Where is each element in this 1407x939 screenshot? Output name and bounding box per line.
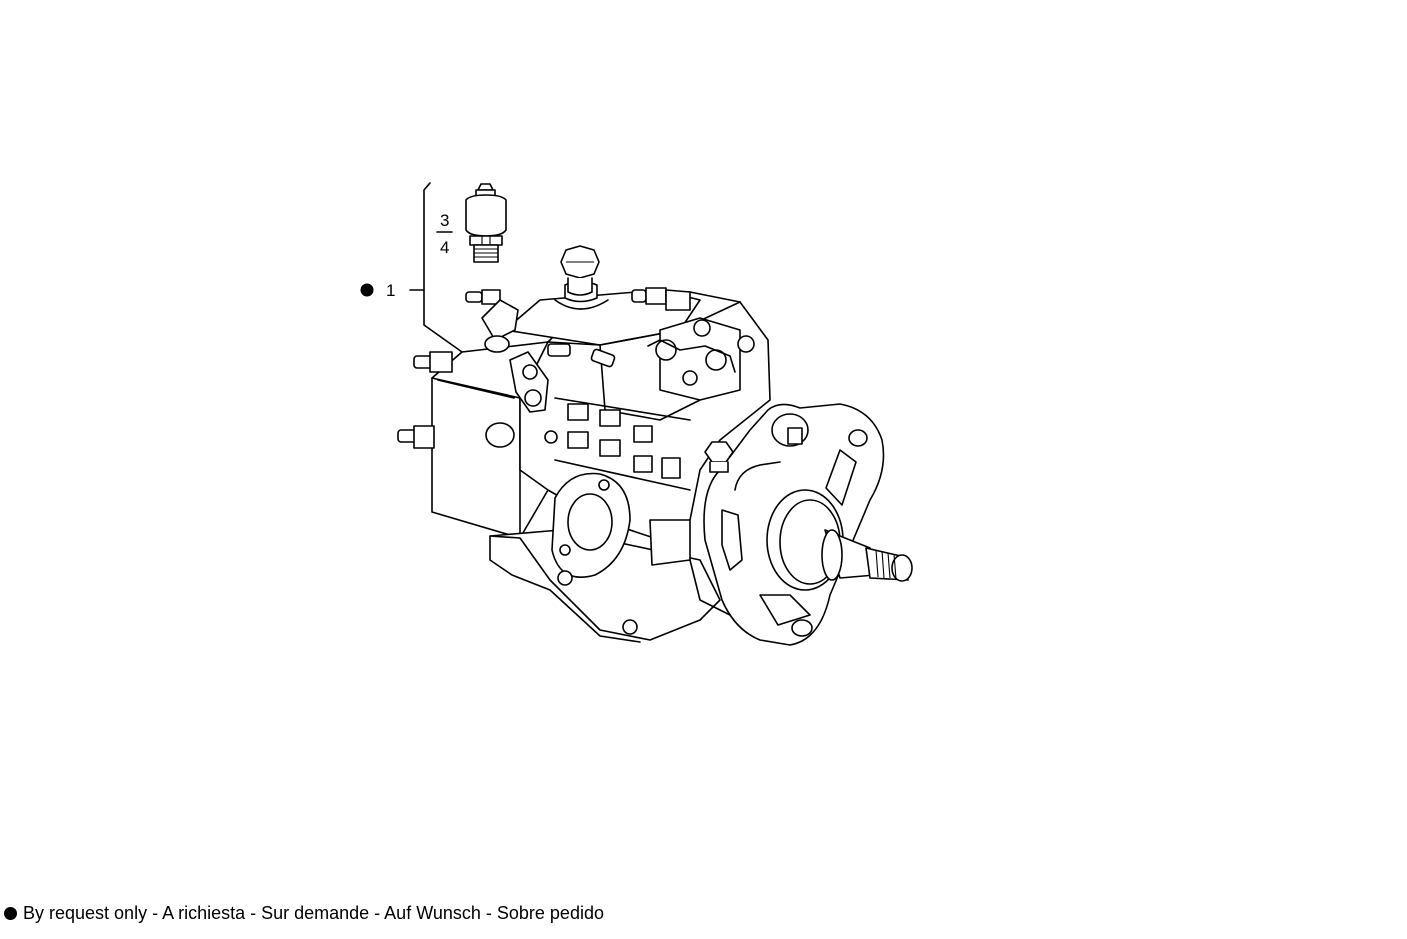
- mounting-flange: [551, 472, 638, 635]
- request-only-marker-icon: [360, 283, 374, 297]
- solenoid-valve[interactable]: [465, 183, 507, 263]
- callout-bracket: [423, 182, 463, 353]
- legend-text: By request only - A richiesta - Sur dema…: [23, 903, 604, 923]
- housing-ribs: [554, 397, 691, 491]
- stop-lever: [485, 351, 558, 448]
- callout-number-3: 3: [440, 211, 449, 230]
- injection-pump[interactable]: [397, 245, 913, 646]
- callout-item-1[interactable]: 1: [360, 281, 425, 300]
- hex-plug: [554, 245, 609, 310]
- fuel-connector-lower-left: [397, 425, 435, 449]
- governor-lever: [647, 317, 755, 401]
- fuel-connector-left: [413, 351, 453, 373]
- request-only-bullet-icon: [4, 907, 17, 920]
- callout-number-4: 4: [440, 238, 449, 257]
- legend: By request only - A richiesta - Sur dema…: [4, 902, 604, 924]
- callout-item-3-4[interactable]: 3 4: [436, 211, 453, 257]
- drive-shaft: [766, 489, 913, 591]
- callout-number-1: 1: [386, 281, 395, 300]
- fuel-connector-top-left: [465, 289, 519, 353]
- fuel-connector-top: [631, 287, 691, 311]
- small-pipe-fittings: [547, 343, 616, 368]
- center-nut: [704, 441, 734, 473]
